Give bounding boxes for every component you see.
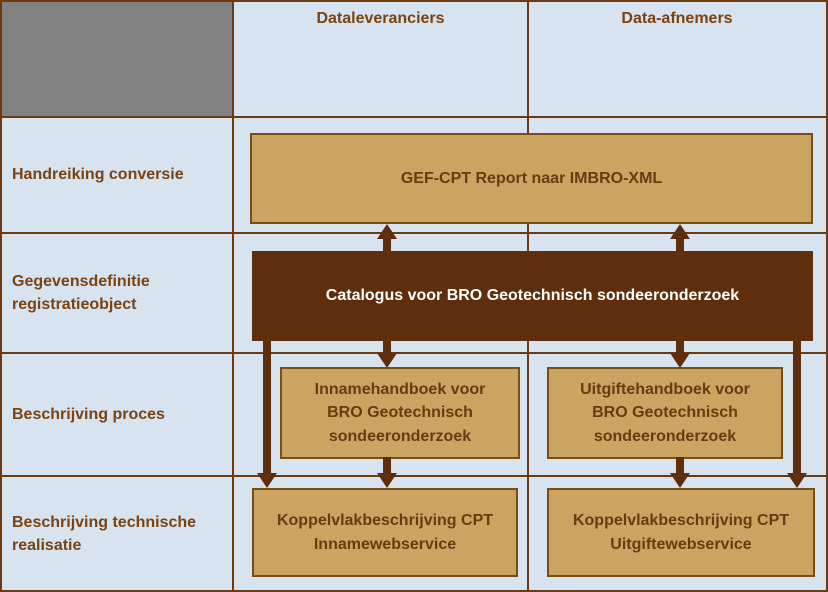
box-innamehandboek: Innamehandboek voor BRO Geotechnisch son… — [280, 367, 520, 459]
grid-border-right — [826, 0, 828, 592]
box-uitgiftehandboek: Uitgiftehandboek voor BRO Geotechnisch s… — [547, 367, 783, 459]
grid-hline-1 — [0, 116, 828, 118]
corner-cell — [0, 0, 233, 117]
box-koppelvlakbeschrijving-uitgiftewebservice: Koppelvlakbeschrijving CPT Uitgiftewebse… — [547, 488, 815, 577]
grid-border-top — [0, 0, 828, 2]
grid-border-left — [0, 0, 2, 592]
grid-hline-4 — [0, 475, 828, 477]
grid-border-bottom — [0, 590, 828, 592]
column-header-data-afnemers: Data-afnemers — [621, 10, 733, 27]
box-catalogus-bro-geotechnisch-sondeeronderzoek: Catalogus voor BRO Geotechnisch sondeero… — [252, 251, 813, 341]
grid-hline-2 — [0, 232, 828, 234]
row-label-beschrijving-proces: Beschrijving proces — [12, 405, 165, 423]
column-header-dataleveranciers: Dataleveranciers — [316, 10, 445, 27]
grid-hline-3 — [0, 352, 828, 354]
row-label-handreiking-conversie: Handreiking conversie — [12, 166, 184, 184]
box-koppelvlakbeschrijving-innamewebservice: Koppelvlakbeschrijving CPT Innamewebserv… — [252, 488, 518, 577]
row-label-beschrijving-technische-realisatie: Beschrijving technische realisatie — [12, 513, 197, 554]
row-label-gegevensdefinitie-registratieobject: Gegevensdefinitie registratieobject — [12, 272, 150, 313]
box-gef-cpt-report-naar-imbro-xml: GEF-CPT Report naar IMBRO-XML — [250, 133, 813, 224]
grid-vline-1 — [232, 0, 234, 592]
